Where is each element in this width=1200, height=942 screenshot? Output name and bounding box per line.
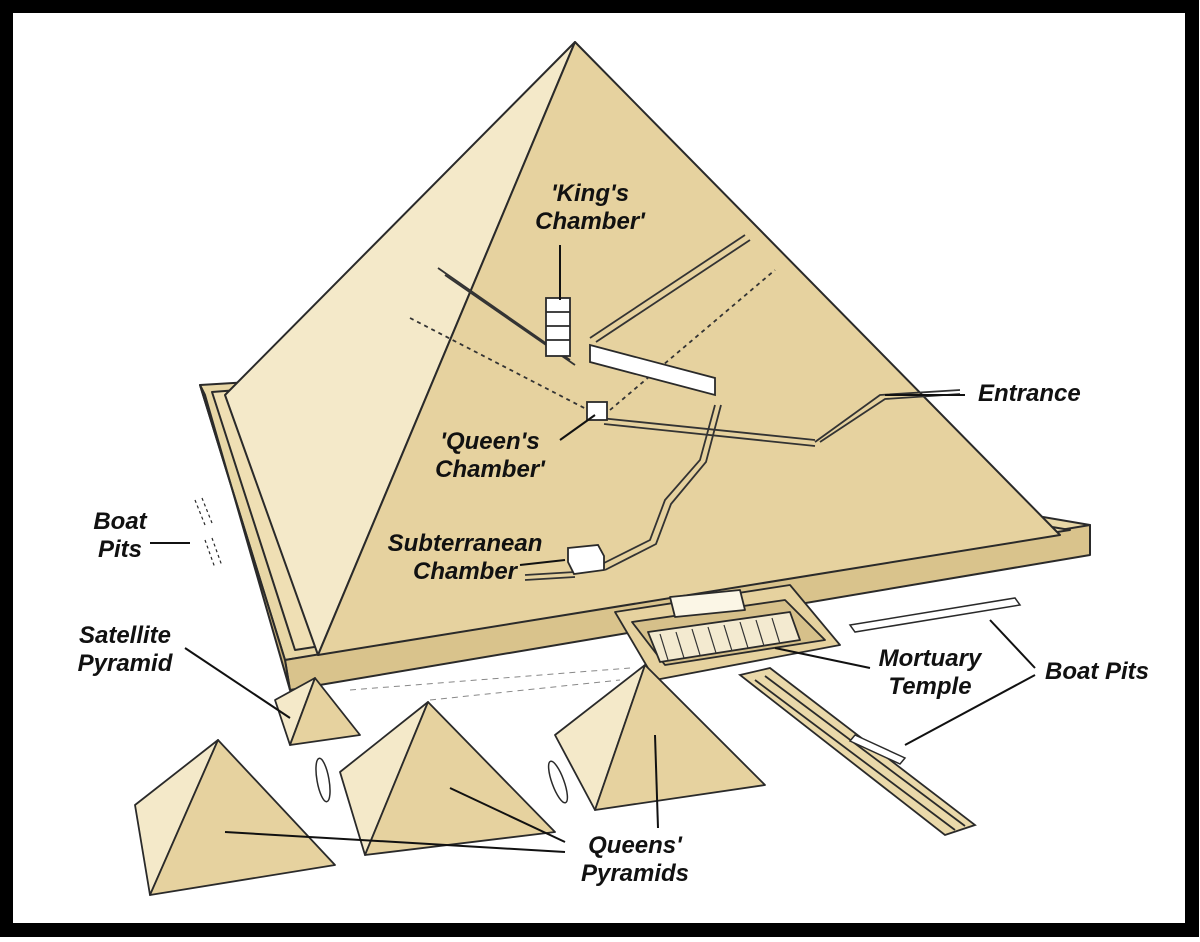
label-queens-chamber: 'Queen's Chamber' — [435, 428, 545, 483]
grand-gallery — [589, 343, 716, 397]
queens-chamber-block — [586, 401, 608, 421]
queens-pyramid-1 — [134, 739, 336, 896]
label-satellite-pyramid: Satellite Pyramid — [77, 622, 173, 677]
label-queens-pyramids: Queens' Pyramids — [580, 832, 690, 887]
queens-pyramid-3 — [554, 664, 766, 811]
label-boat-pits-left: Boat Pits — [93, 508, 147, 563]
leader-lines — [150, 245, 1036, 853]
internal-passages — [409, 234, 961, 581]
label-mortuary-temple: Mortuary Temple — [878, 645, 982, 700]
boat-pits-right-shape — [848, 597, 1022, 765]
ground-outlines — [349, 667, 631, 701]
kings-chamber-block — [545, 297, 571, 357]
boat-pits-left-shape — [194, 497, 223, 569]
queens-pyramid-2 — [339, 701, 556, 856]
label-subterranean-chamber: Subterranean Chamber — [387, 530, 543, 585]
label-entrance: Entrance — [978, 380, 1081, 407]
queens-boat-pits — [315, 757, 569, 804]
satellite-pyramid — [274, 677, 361, 746]
label-kings-chamber: 'King's Chamber' — [535, 180, 645, 235]
subterranean-chamber-block — [567, 544, 605, 575]
causeway — [737, 667, 977, 837]
label-boat-pits-right: Boat Pits — [1045, 658, 1150, 685]
mortuary-temple — [614, 584, 841, 681]
